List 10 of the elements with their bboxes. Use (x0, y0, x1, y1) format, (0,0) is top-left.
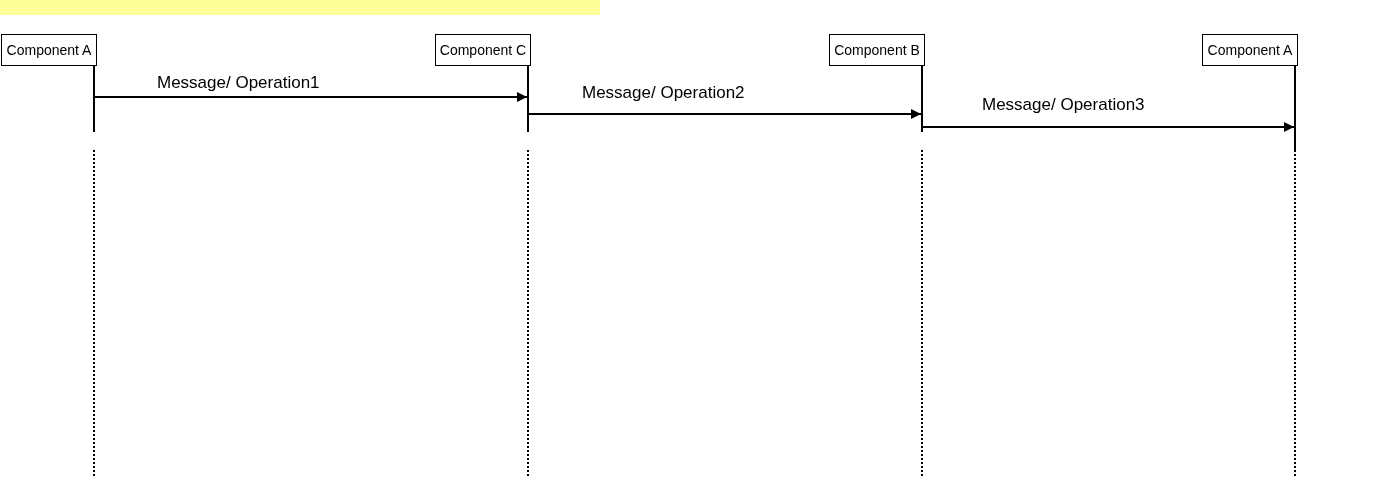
message-arrow (921, 122, 1295, 132)
edge-label: Message/ Operation3 (980, 95, 1147, 115)
component-box: Component C (435, 34, 531, 66)
edge-label: Message/ Operation1 (155, 73, 322, 93)
component-box: Component A (1, 34, 97, 66)
message-arrow (527, 109, 922, 119)
edge-label: Message/ Operation2 (580, 83, 747, 103)
component-box: Component B (829, 34, 925, 66)
component-box: Component A (1202, 34, 1298, 66)
message-arrow (93, 92, 528, 102)
